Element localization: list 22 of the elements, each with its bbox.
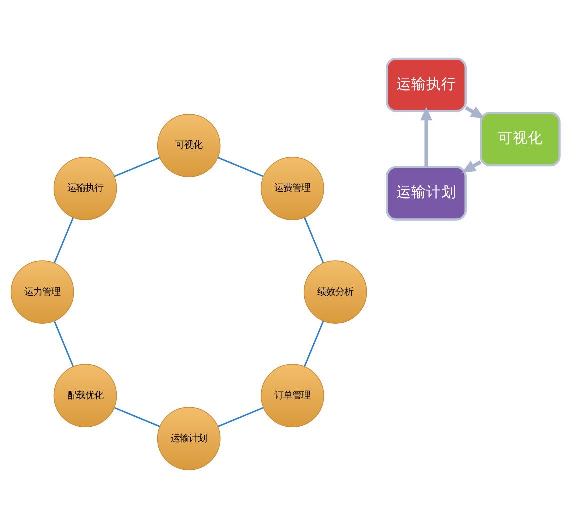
- connector: [114, 156, 160, 177]
- connector: [304, 320, 324, 366]
- arrow: [420, 106, 432, 167]
- node-circle: 运力管理: [10, 260, 74, 324]
- connector: [54, 217, 74, 263]
- connector: [304, 217, 324, 263]
- node-circle: 订单管理: [261, 364, 324, 428]
- connector: [114, 406, 160, 427]
- node-circle: 配载优化: [54, 364, 118, 428]
- node-circle: 可视化: [157, 114, 221, 177]
- connector: [54, 320, 74, 367]
- arrow: [465, 106, 485, 118]
- connector: [218, 156, 264, 177]
- arrow: [462, 160, 482, 172]
- node-circle: 运输执行: [54, 156, 118, 220]
- node-circle: 绩效分析: [304, 260, 368, 324]
- node-box: 可视化: [480, 112, 561, 166]
- node-circle: 运费管理: [261, 156, 324, 220]
- node-box: 运输计划: [386, 166, 467, 220]
- node-box: 运输执行: [386, 57, 467, 112]
- node-circle: 运输计划: [157, 406, 221, 470]
- connector: [218, 406, 264, 427]
